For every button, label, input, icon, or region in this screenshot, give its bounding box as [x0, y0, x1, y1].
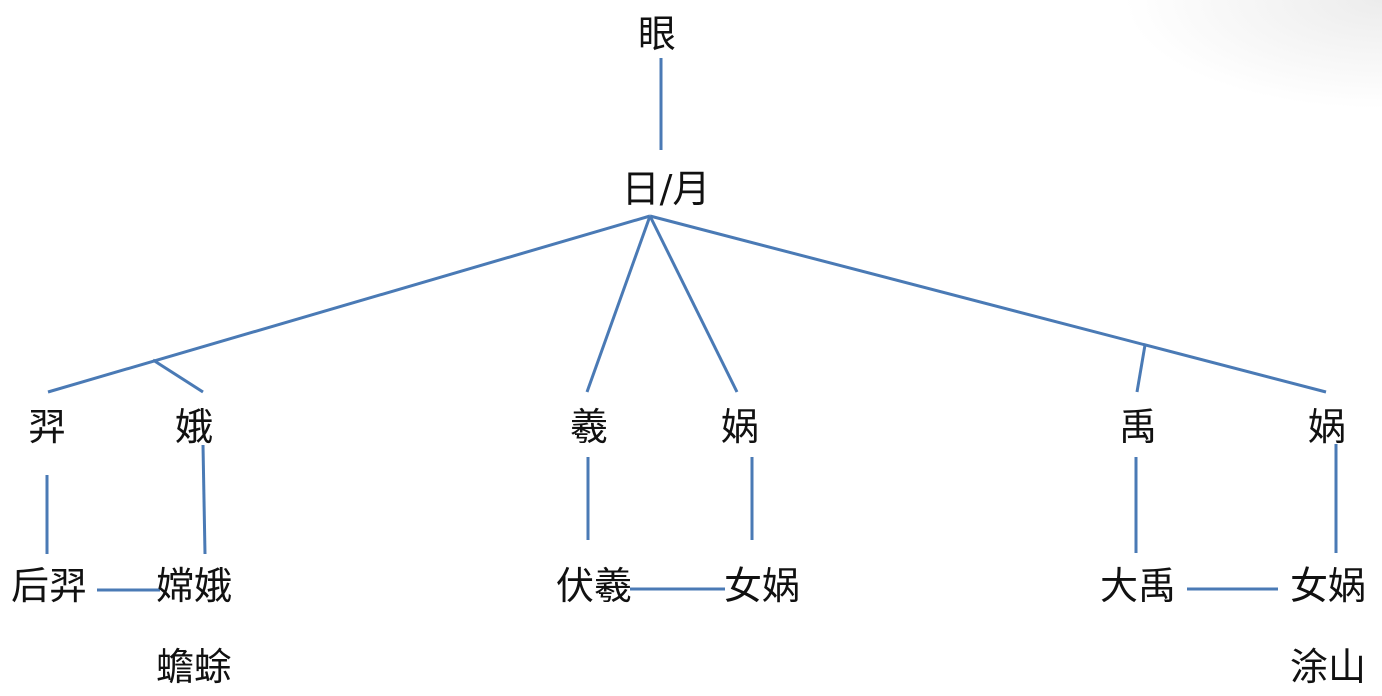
node-sun-moon: 日/月: [621, 167, 711, 211]
node-wa-2: 娲: [1307, 405, 1347, 449]
node-xi: 羲: [569, 405, 609, 449]
link-sunmoon-left: [47, 214, 651, 394]
node-change: 嫦娥: [155, 564, 233, 608]
link-sunmoon-xi: [585, 215, 652, 393]
node-yi: 羿: [27, 405, 67, 449]
node-dayu: 大禹: [1099, 564, 1177, 608]
link-branch-e: [152, 358, 204, 394]
node-wa-1: 娲: [720, 405, 760, 449]
node-yu: 禹: [1118, 405, 1158, 449]
node-fuxi: 伏羲: [555, 564, 633, 608]
node-houyi: 后羿: [10, 564, 88, 608]
node-nuwa-1: 女娲: [723, 564, 801, 608]
link-sunmoon-right: [649, 214, 1327, 394]
link-e-change: [201, 444, 207, 555]
link-sunmoon-wa: [648, 215, 739, 393]
node-eye: 眼: [637, 12, 677, 56]
link-branch-yu: [1135, 344, 1147, 393]
corner-shading: [1122, 0, 1382, 110]
node-tushan: 涂山: [1289, 645, 1367, 689]
node-chanchu: 蟾蜍: [155, 645, 233, 689]
node-e: 娥: [174, 405, 214, 449]
node-nuwa-2: 女娲: [1289, 564, 1367, 608]
